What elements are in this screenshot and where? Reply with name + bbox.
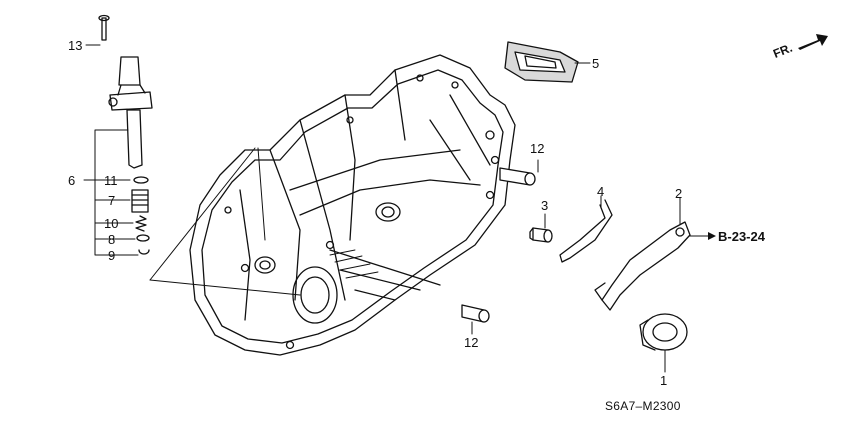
spring-part-10	[135, 215, 147, 232]
front-direction-arrow	[798, 34, 828, 50]
leader-lines	[83, 44, 711, 373]
callout-12-upper: 12	[530, 141, 545, 156]
diagram-code: S6A7–M2300	[605, 399, 681, 413]
callout-2: 2	[675, 186, 683, 201]
speed-sensor-part-6	[108, 56, 153, 169]
clutch-housing	[189, 54, 516, 356]
callout-4: 4	[597, 184, 605, 199]
o-ring-part-11	[133, 176, 149, 184]
callout-13: 13	[68, 38, 83, 53]
release-fork-part-2	[594, 221, 691, 311]
reference-arrow	[708, 232, 716, 240]
callout-6: 6	[68, 173, 76, 188]
plug-part-3	[529, 227, 553, 243]
callout-1: 1	[660, 373, 668, 388]
callout-9: 9	[108, 248, 116, 263]
callout-5: 5	[592, 56, 600, 71]
dowel-pin-upper	[499, 167, 536, 186]
dowel-pin-lower	[461, 304, 490, 323]
callout-11: 11	[104, 173, 118, 188]
driven-gear-part-7	[131, 189, 149, 213]
callout-7: 7	[108, 193, 116, 208]
reference-label: B-23-24	[718, 229, 765, 244]
callout-12-lower: 12	[464, 335, 479, 350]
callout-10: 10	[104, 216, 119, 231]
spring-clip-part-4	[559, 199, 613, 263]
washer-part-8	[136, 234, 150, 242]
callout-8: 8	[108, 232, 116, 247]
callout-3: 3	[541, 198, 549, 213]
release-bearing-part-1	[639, 313, 688, 351]
bolt-part-13	[98, 14, 110, 41]
dust-boot-part-5	[504, 41, 579, 83]
circlip-part-9	[138, 249, 150, 255]
